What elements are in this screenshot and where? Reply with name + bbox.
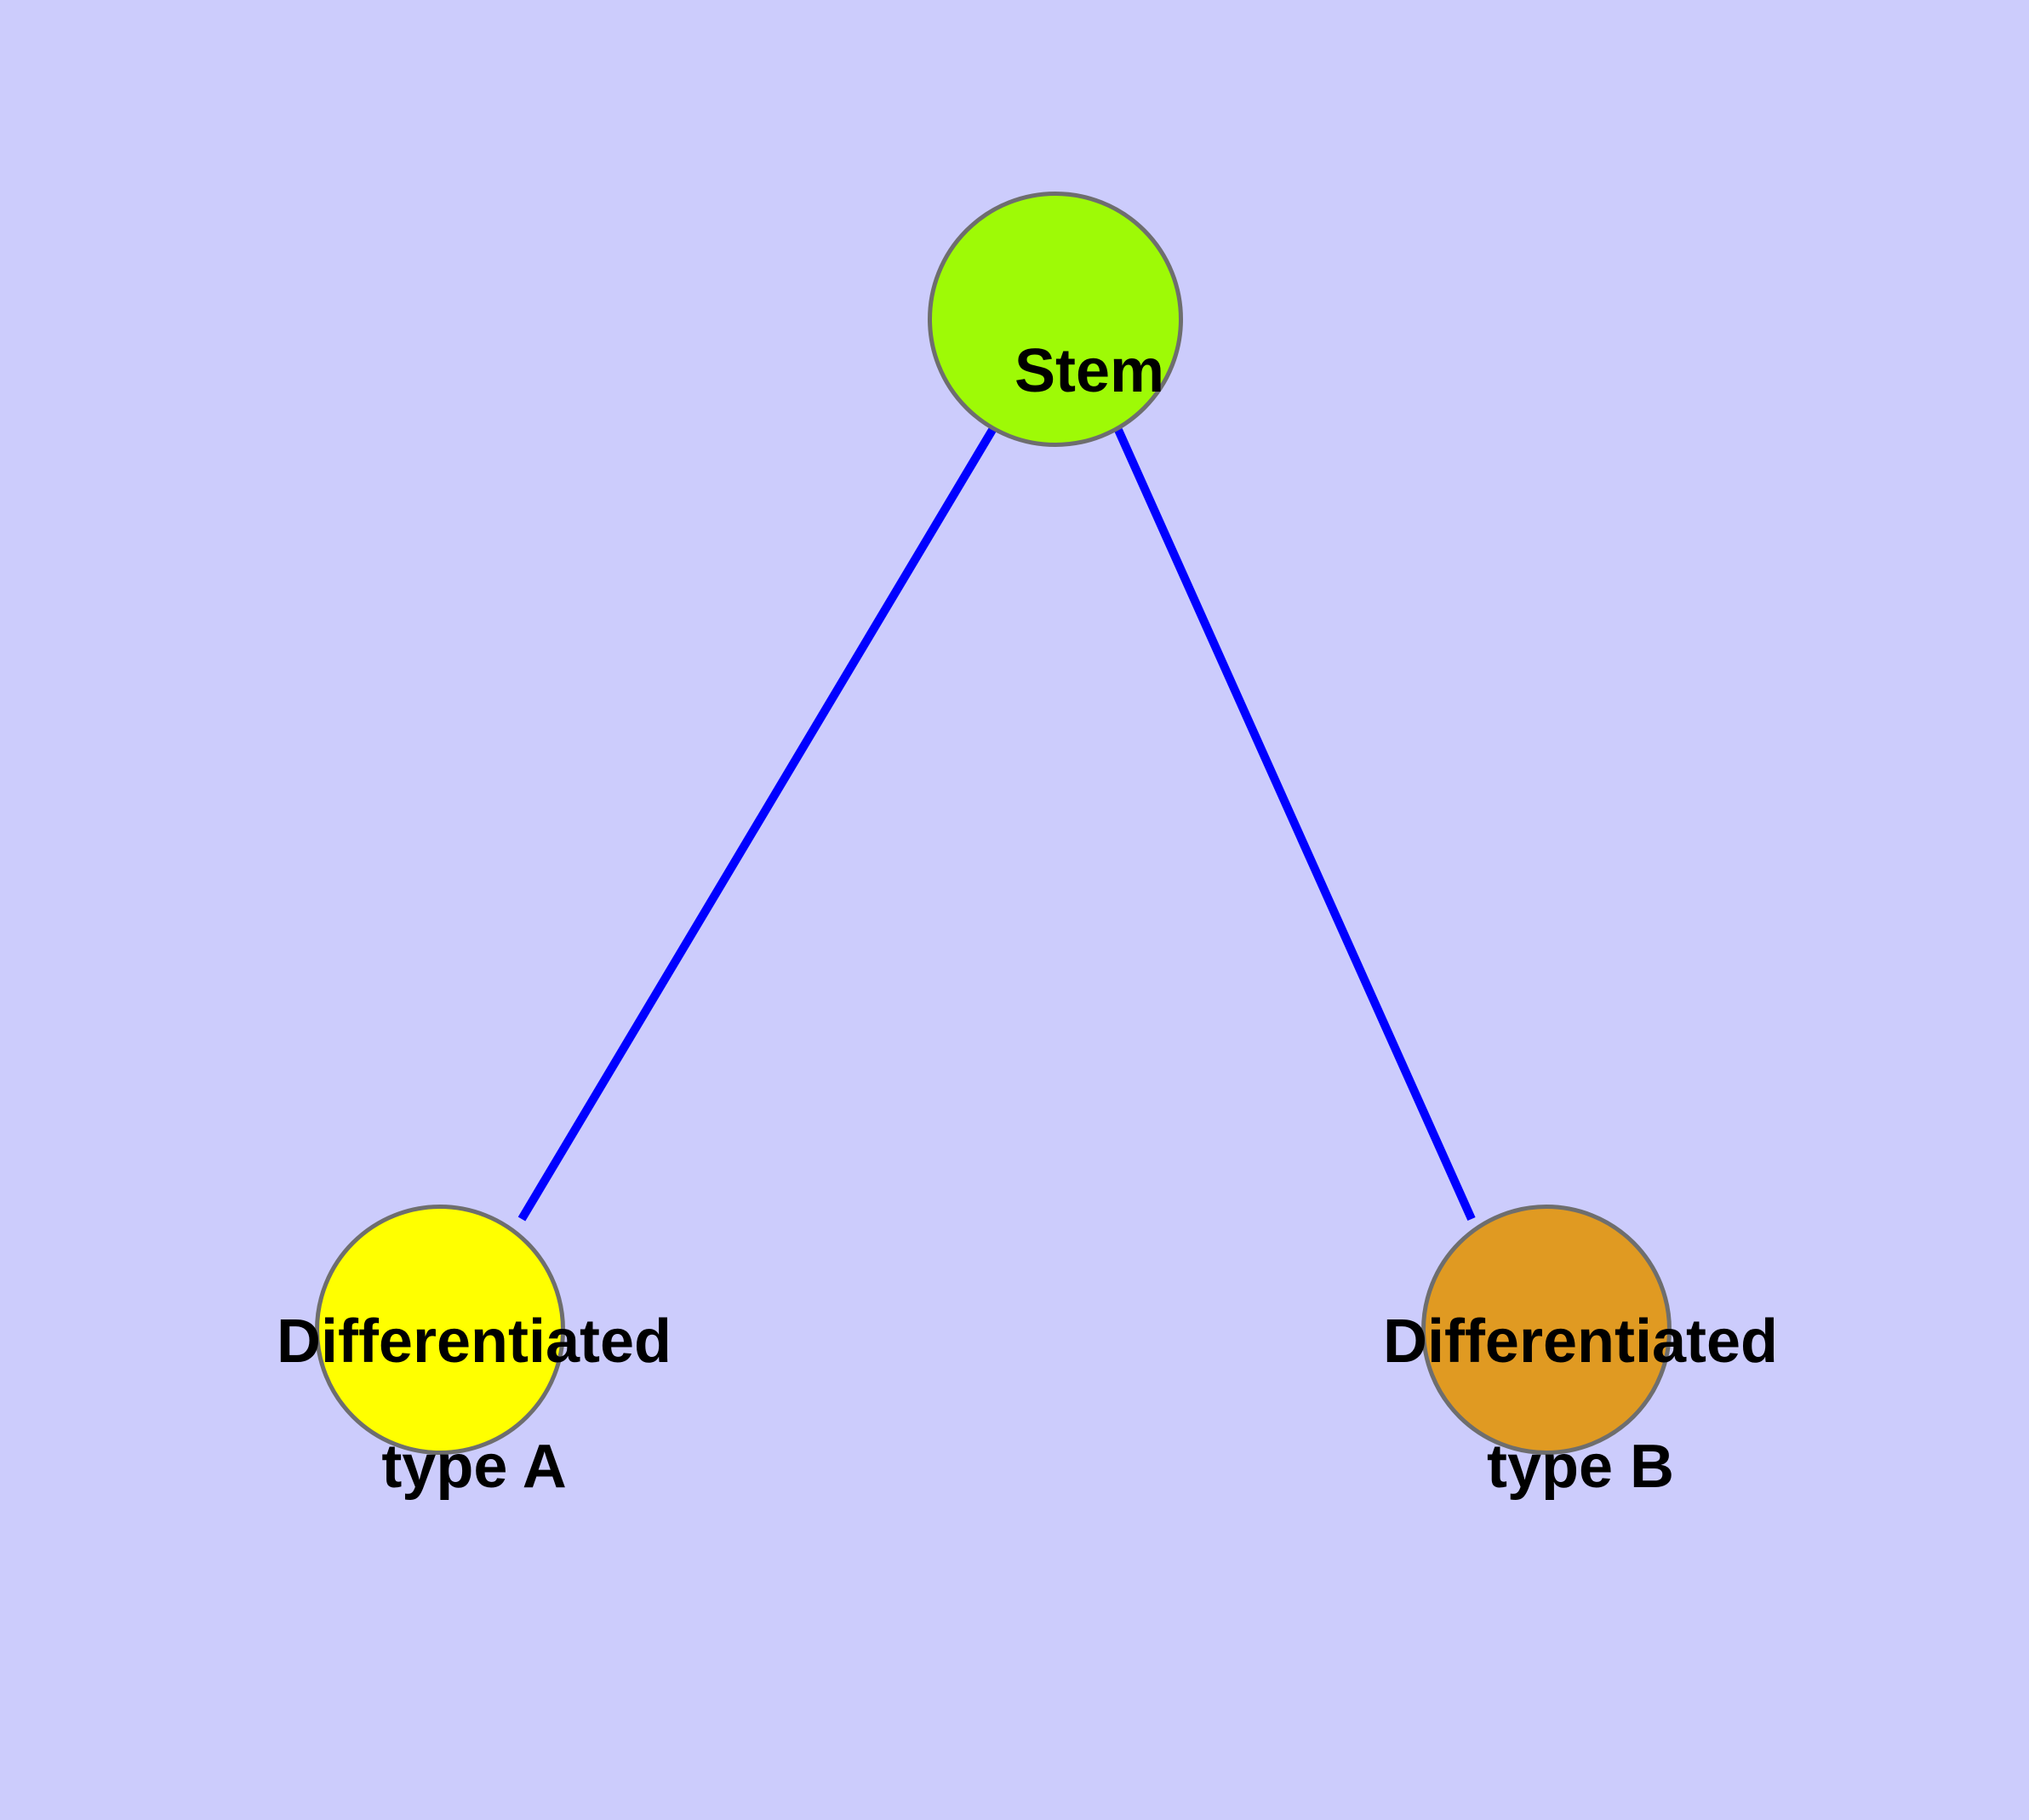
edge-stem-to-differentiated-type-a[interactable] [517,427,997,1222]
node-differentiated-type-b[interactable] [1421,1205,1672,1455]
node-differentiated-type-a[interactable] [315,1205,565,1455]
edge-stem-to-differentiated-type-b[interactable] [1114,427,1476,1222]
node-stem[interactable] [928,192,1183,447]
